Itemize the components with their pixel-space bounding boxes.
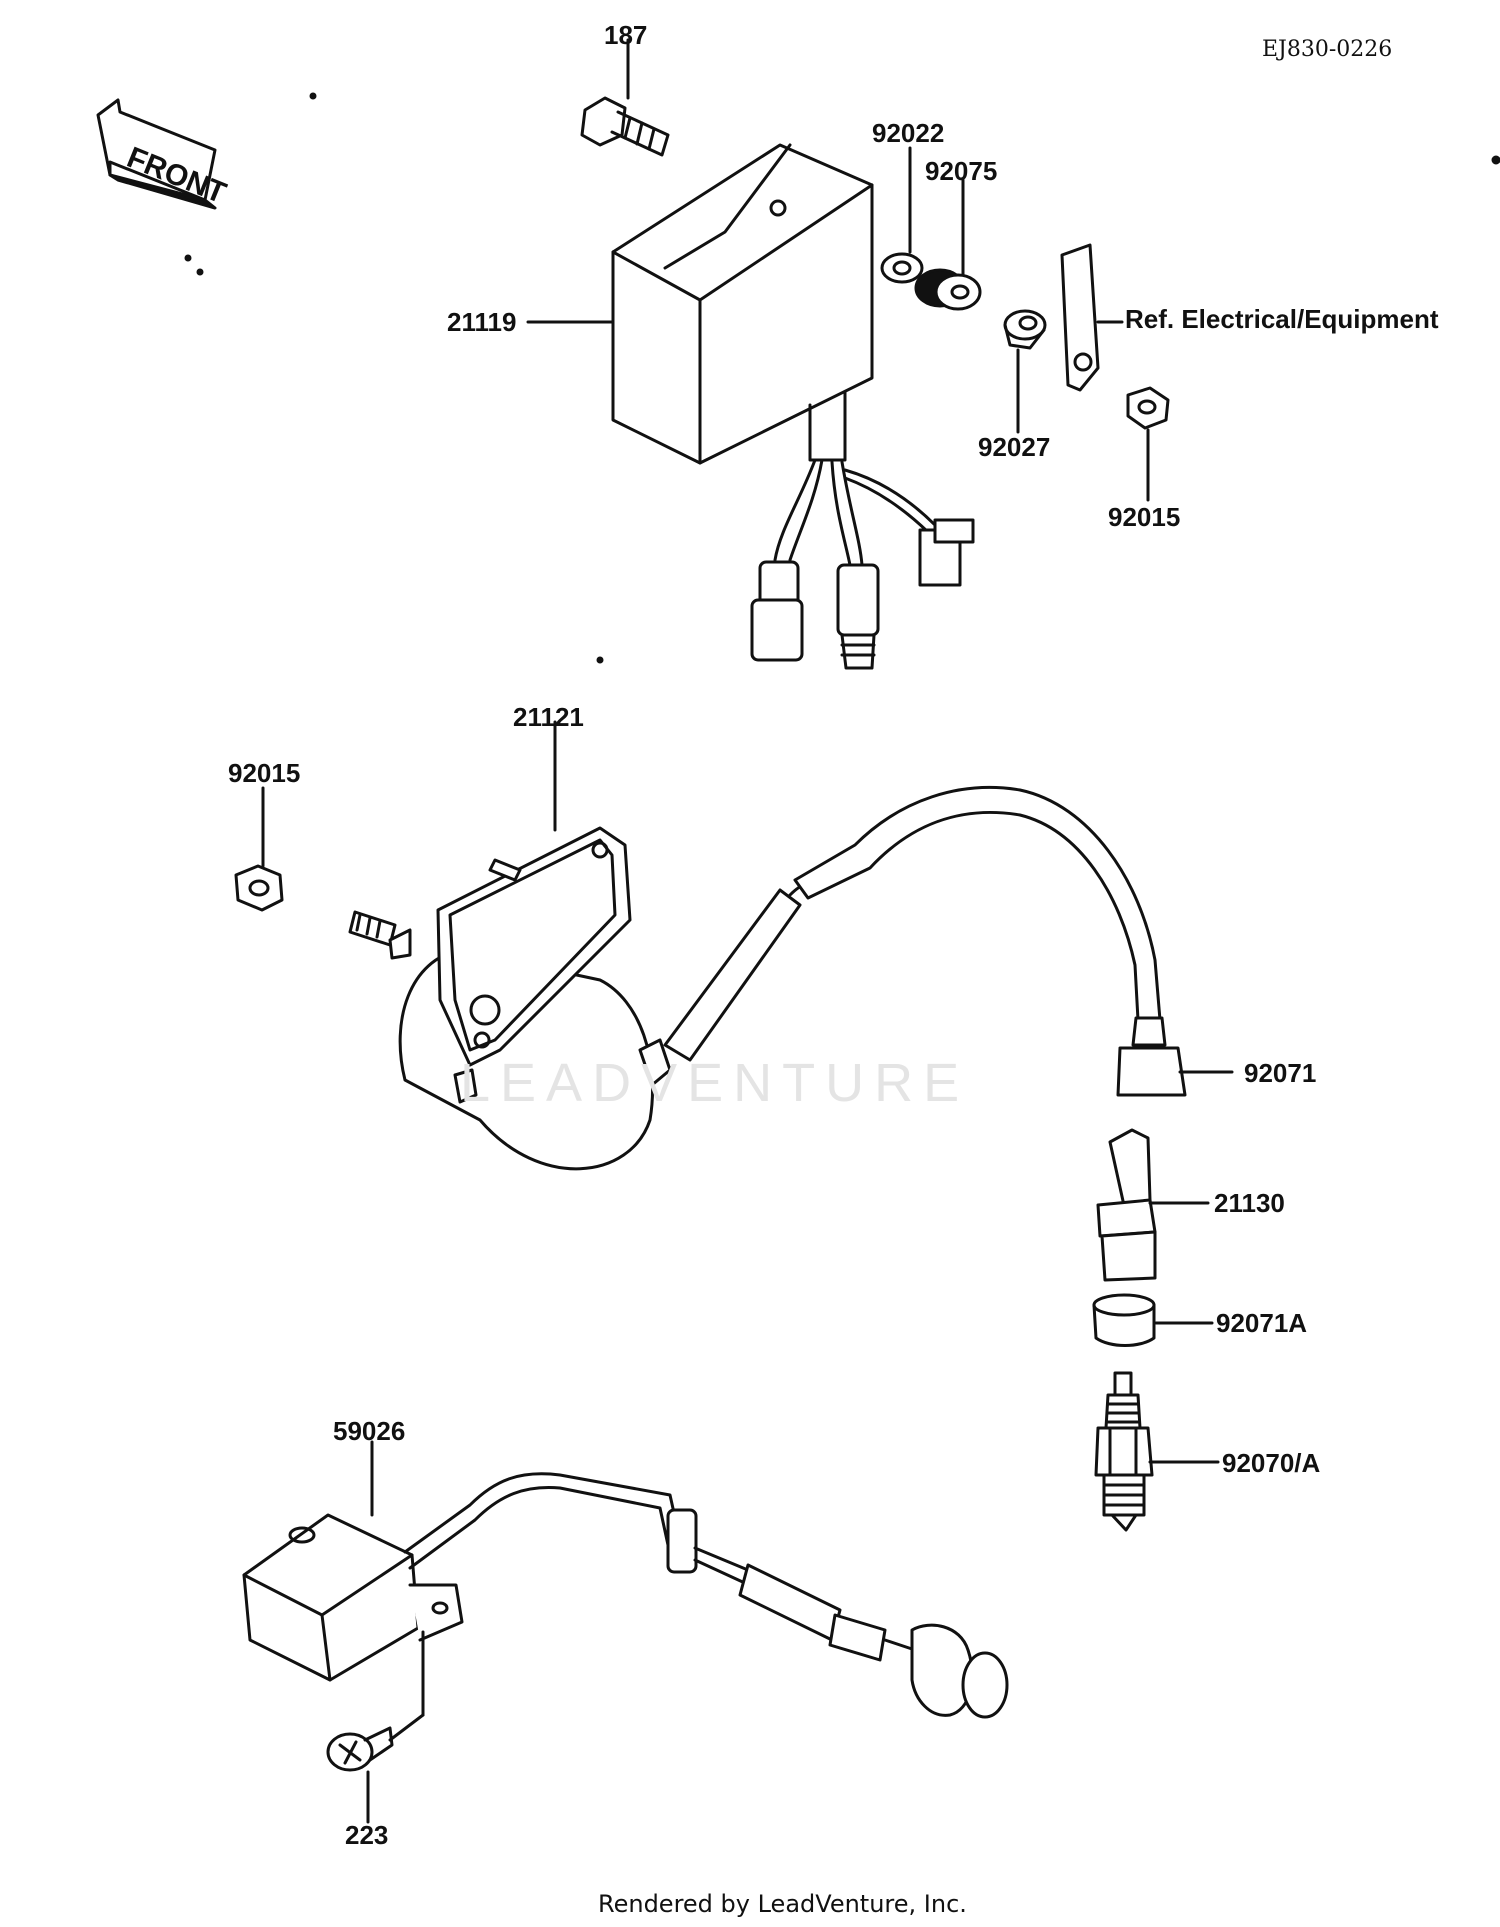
plug-cap-21130-icon — [1096, 1128, 1157, 1282]
watermark: LEADVENTURE — [460, 1053, 970, 1113]
part-label-21119: 21119 — [447, 307, 517, 337]
part-label-223: 223 — [345, 1820, 389, 1850]
screw-223-icon — [326, 1726, 394, 1772]
part-label-92015-lower: 92015 — [228, 758, 301, 788]
part-label-92071: 92071 — [1244, 1058, 1317, 1088]
spark-plug-92070a-icon — [1094, 1371, 1154, 1532]
part-label-187: 187 — [604, 20, 648, 50]
part-label-21130: 21130 — [1214, 1188, 1285, 1218]
diagram-code: EJ830-0226 — [1262, 37, 1393, 62]
collar-92027-icon — [1003, 309, 1047, 350]
regulator-59026-icon — [242, 1472, 1009, 1719]
cdi-unit-21119-icon — [611, 143, 975, 670]
nut-92015-lower-icon — [234, 864, 284, 912]
part-label-92075: 92075 — [925, 156, 998, 186]
part-label-92027: 92027 — [978, 432, 1051, 462]
high-tension-lead-icon — [663, 786, 1187, 1097]
ground-lead-icon — [1060, 243, 1100, 392]
grommet-92075-icon — [914, 268, 982, 311]
part-label-59026: 59026 — [333, 1416, 406, 1446]
front-arrow-icon: FRONT — [96, 98, 231, 210]
part-label-92015-upper: 92015 — [1108, 502, 1181, 532]
washer-92022-icon — [880, 252, 924, 284]
part-label-21121: 21121 — [513, 702, 584, 732]
ref-note: Ref. Electrical/Equipment — [1125, 304, 1439, 334]
bolt-187-icon — [580, 96, 670, 157]
part-label-92070a: 92070/A — [1222, 1448, 1321, 1478]
part-label-92071a: 92071A — [1216, 1308, 1308, 1338]
terminal-cap-92071a-icon — [1092, 1293, 1156, 1347]
footer-credit: Rendered by LeadVenture, Inc. — [598, 1890, 967, 1918]
part-label-92022: 92022 — [872, 118, 945, 148]
ignition-coil-21121-icon — [348, 826, 672, 1171]
nut-92015-upper-icon — [1126, 386, 1170, 430]
